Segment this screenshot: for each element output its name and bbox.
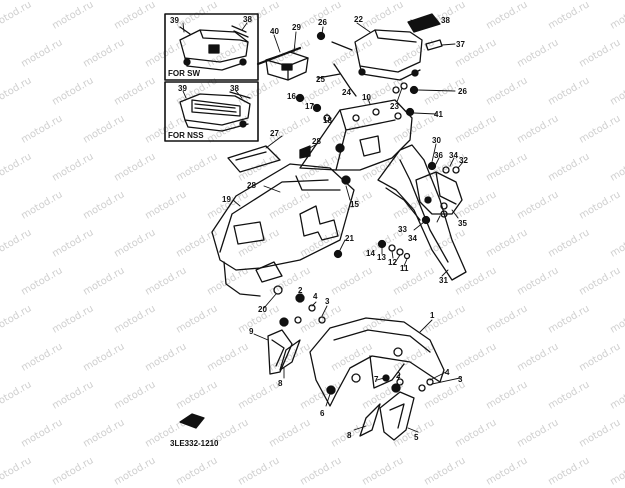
direction-arrow-icon <box>179 413 205 429</box>
seat-plate-38 <box>407 13 441 33</box>
part-number-p7: 7 <box>374 375 379 384</box>
part-37 <box>425 39 443 51</box>
part-number-labels: 1223344567889101112131415161718192021222… <box>222 15 468 442</box>
fork-stay-9 <box>267 317 293 375</box>
part-number-p3b: 3 <box>458 375 463 384</box>
part-number-p20: 20 <box>258 305 267 314</box>
hardware-items <box>273 31 460 395</box>
part-number-p37: 37 <box>456 40 465 49</box>
part-number-p26b: 26 <box>458 87 467 96</box>
part-number-p17: 17 <box>305 102 314 111</box>
part-number-p25: 25 <box>316 75 325 84</box>
part-number-p13: 13 <box>377 253 386 262</box>
part-number-p28b: 28 <box>247 181 256 190</box>
tool-case-29 <box>256 46 309 81</box>
rear-fender-19 <box>211 163 355 297</box>
inset-box-nss <box>164 81 259 142</box>
part-number-p28a: 28 <box>312 137 321 146</box>
part-number-p19: 19 <box>222 195 231 204</box>
tail-bracket-35 <box>415 171 463 215</box>
part-number-p40: 40 <box>270 27 279 36</box>
part-number-p29: 29 <box>292 23 301 32</box>
part-number-p4a: 4 <box>313 292 318 301</box>
part-number-p10: 10 <box>362 93 371 102</box>
part-number-p9: 9 <box>249 327 254 336</box>
part-number-p11: 11 <box>400 264 409 273</box>
tube-24 <box>333 63 357 97</box>
part-number-p38: 38 <box>441 16 450 25</box>
part-number-p2b: 2 <box>396 371 401 380</box>
part-number-p36: 36 <box>434 151 443 160</box>
part-number-p32: 32 <box>459 156 468 165</box>
tube-25 <box>317 73 341 79</box>
front-fender-1 <box>309 317 445 407</box>
diagram-code: 3LE332-1210 <box>170 439 219 448</box>
inset-sw-seat <box>179 25 249 71</box>
part-number-p26a: 26 <box>318 18 327 27</box>
part-number-p6: 6 <box>320 409 325 418</box>
rear-flap-31 <box>377 144 467 281</box>
part-number-p14: 14 <box>366 249 375 258</box>
part-number-p31: 31 <box>439 276 448 285</box>
part-number-p2a: 2 <box>298 286 303 295</box>
part-number-p27: 27 <box>270 129 279 138</box>
inset-nss-caption: FOR NSS <box>168 131 204 140</box>
inset-nss-seat <box>179 91 251 132</box>
part-number-p33: 33 <box>398 225 407 234</box>
part-number-p41: 41 <box>434 110 443 119</box>
part-number-p35: 35 <box>458 219 467 228</box>
seat-22 <box>331 29 423 81</box>
part-number-p5: 5 <box>414 433 419 442</box>
part-number-p12: 12 <box>388 258 397 267</box>
leader-lines <box>182 19 464 433</box>
part-number-p4b: 4 <box>445 368 450 377</box>
part-number-p3a: 3 <box>325 297 330 306</box>
fork-brace-8b <box>359 403 381 437</box>
part-number-p16: 16 <box>287 92 296 101</box>
part-number-p23: 23 <box>390 102 399 111</box>
part-number-p8b: 8 <box>347 431 352 440</box>
part-number-p34b: 34 <box>408 234 417 243</box>
part-number-p22: 22 <box>354 15 363 24</box>
plate-27 <box>227 145 281 173</box>
fork-stay-5 <box>379 383 415 441</box>
plate-27-detail <box>235 151 267 161</box>
inset-nss-label-39: 39 <box>178 84 187 93</box>
part-number-p8a: 8 <box>278 379 283 388</box>
inset-sw-caption: FOR SW <box>168 69 200 78</box>
part-number-p24: 24 <box>342 88 351 97</box>
part-number-p34a: 34 <box>449 151 458 160</box>
part-number-p30: 30 <box>432 136 441 145</box>
inset-sw-label-38: 38 <box>243 15 252 24</box>
inset-nss-label-38: 38 <box>230 84 239 93</box>
part-number-p1: 1 <box>430 311 435 320</box>
inset-box-sw <box>164 13 259 81</box>
part-number-p18: 18 <box>323 116 332 125</box>
part-number-p15: 15 <box>350 200 359 209</box>
part-number-p21: 21 <box>345 234 354 243</box>
inset-sw-label-39: 39 <box>170 16 179 25</box>
exploded-parts-diagram: 39 38 FOR SW 39 38 FOR NSS 3LE332-1210 1… <box>164 13 468 448</box>
fork-brace-8a <box>279 339 301 371</box>
